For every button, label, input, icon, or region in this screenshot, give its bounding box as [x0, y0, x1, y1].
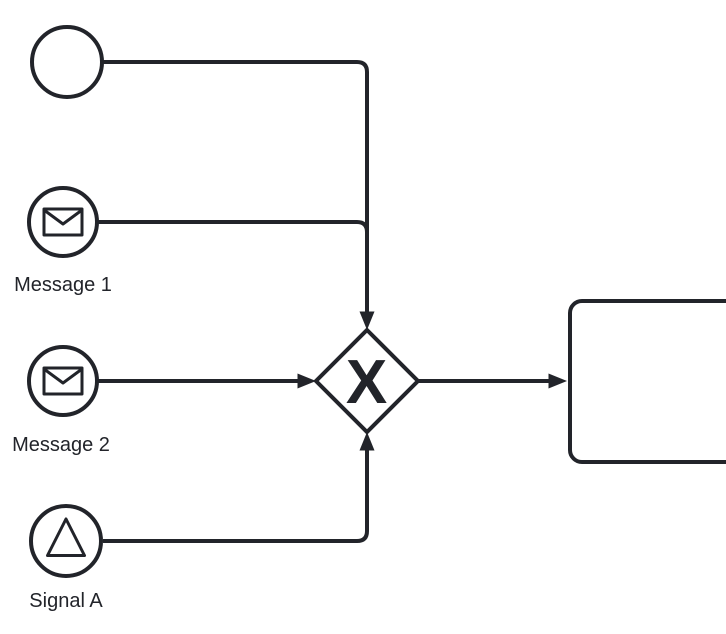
- message-event-1-node[interactable]: [27, 186, 99, 258]
- signal-event-node[interactable]: [29, 504, 103, 578]
- arrowhead-icon: [297, 373, 316, 389]
- start-event-node[interactable]: [30, 25, 104, 99]
- arrowhead-icon: [548, 373, 567, 389]
- envelope-icon: [42, 207, 84, 237]
- message-1-label: Message 1: [14, 274, 112, 296]
- triangle-icon: [46, 517, 86, 557]
- event-circle: [27, 345, 99, 417]
- signal-a-label: Signal A: [29, 590, 103, 612]
- gateway-diamond: [313, 327, 421, 435]
- event-circle: [27, 186, 99, 258]
- exclusive-gateway-node[interactable]: X: [313, 327, 421, 435]
- task-rect: [568, 299, 726, 464]
- envelope-icon: [42, 366, 84, 396]
- sequence-flows: [97, 60, 567, 543]
- x-marker-icon: X: [346, 348, 387, 417]
- message-2-label: Message 2: [12, 434, 110, 456]
- circle-icon: [30, 25, 104, 99]
- arrowhead-icon: [359, 311, 375, 330]
- flow-message1-to-gateway[interactable]: [97, 220, 369, 313]
- message-event-2-node[interactable]: [27, 345, 99, 417]
- arrowhead-icon: [359, 432, 375, 451]
- event-circle: [29, 504, 103, 578]
- flow-start-to-gateway[interactable]: [103, 60, 369, 313]
- task-node[interactable]: [568, 299, 726, 464]
- flow-signal-to-gateway[interactable]: [103, 450, 369, 543]
